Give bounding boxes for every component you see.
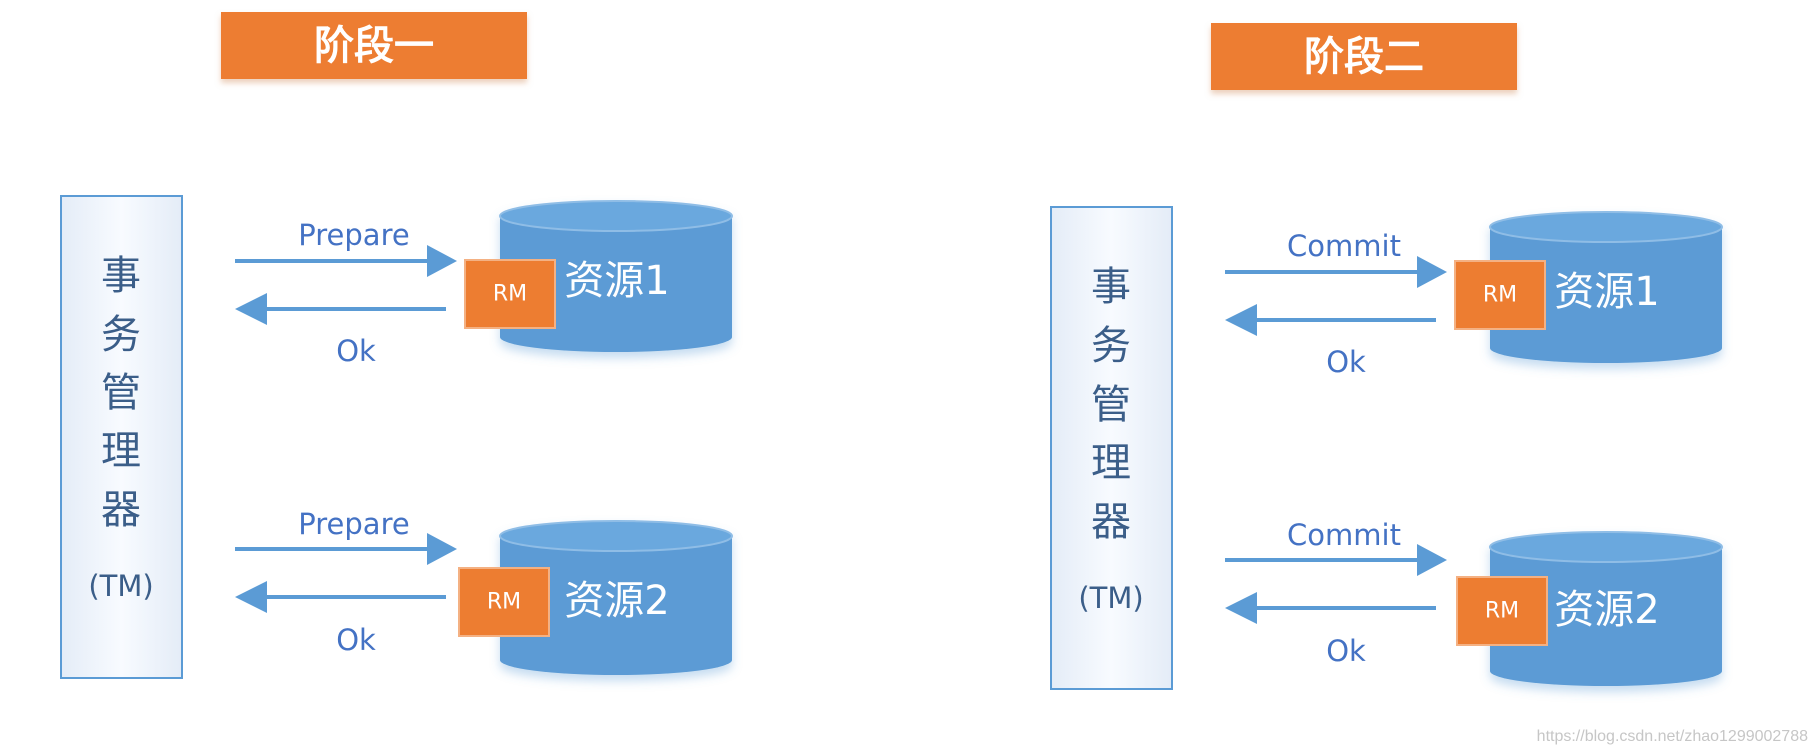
database-cylinder	[499, 520, 733, 675]
tm-char: 理	[101, 428, 141, 474]
resource-2: Commit Ok 资源2 RM	[1225, 518, 1723, 686]
request-arrowhead	[427, 245, 457, 277]
phase-one: 阶段一 事 务 管 理 器 (TM) Prepare Ok 资源1 RM	[60, 12, 733, 679]
rm-box	[1456, 576, 1548, 646]
tm-char: 管	[1091, 382, 1131, 428]
response-arrowhead	[1225, 304, 1257, 336]
transaction-manager: 事 务 管 理 器 (TM)	[1050, 206, 1173, 690]
tm-char: 器	[101, 487, 141, 533]
resource-name: 资源1	[1554, 269, 1659, 315]
rm-box	[464, 259, 556, 329]
watermark: https://blog.csdn.net/zhao1299002788	[1537, 728, 1808, 745]
resource-name: 资源2	[564, 578, 669, 624]
resource-1: Prepare Ok 资源1 RM	[235, 200, 733, 368]
response-arrowhead	[235, 293, 267, 325]
resource-name: 资源1	[564, 258, 669, 304]
rm-label: RM	[493, 282, 527, 307]
tm-char: 理	[1091, 440, 1131, 486]
phase-title-box	[221, 12, 527, 79]
rm-label: RM	[1483, 283, 1517, 308]
request-arrowhead	[427, 533, 457, 565]
tm-char: 务	[1091, 323, 1131, 369]
request-label: Prepare	[298, 218, 409, 252]
rm-label: RM	[487, 590, 521, 615]
tm-abbreviation: (TM)	[1078, 581, 1143, 615]
response-arrowhead	[1225, 592, 1257, 624]
response-arrowhead	[235, 581, 267, 613]
resource-name: 资源2	[1554, 587, 1659, 633]
tm-box	[60, 195, 183, 679]
phase-two: 阶段二 事 务 管 理 器 (TM) Commit Ok 资源1 RM	[1050, 23, 1723, 690]
request-arrowhead	[1417, 544, 1447, 576]
tm-char: 器	[1091, 499, 1131, 545]
request-label: Commit	[1287, 229, 1401, 263]
tm-abbreviation: (TM)	[88, 569, 153, 603]
response-label: Ok	[336, 623, 376, 657]
transaction-manager: 事 务 管 理 器 (TM)	[60, 195, 183, 679]
tm-char: 事	[101, 253, 141, 299]
phase-title: 阶段一	[314, 23, 434, 69]
resource-2: Prepare Ok 资源2 RM	[235, 507, 733, 675]
rm-box	[458, 567, 550, 637]
rm-box	[1454, 260, 1546, 330]
database-cylinder	[1489, 211, 1723, 363]
tm-char: 务	[101, 312, 141, 358]
tm-box	[1050, 206, 1173, 690]
phase-title-box	[1211, 23, 1517, 90]
rm-label: RM	[1485, 599, 1519, 624]
response-label: Ok	[336, 334, 376, 368]
request-label: Commit	[1287, 518, 1401, 552]
response-label: Ok	[1326, 345, 1366, 379]
response-label: Ok	[1326, 634, 1366, 668]
resource-1: Commit Ok 资源1 RM	[1225, 211, 1723, 379]
database-cylinder	[499, 200, 733, 352]
request-arrowhead	[1417, 256, 1447, 288]
tm-char: 管	[101, 370, 141, 416]
phase-title: 阶段二	[1304, 34, 1424, 80]
request-label: Prepare	[298, 507, 409, 541]
tm-char: 事	[1091, 264, 1131, 310]
